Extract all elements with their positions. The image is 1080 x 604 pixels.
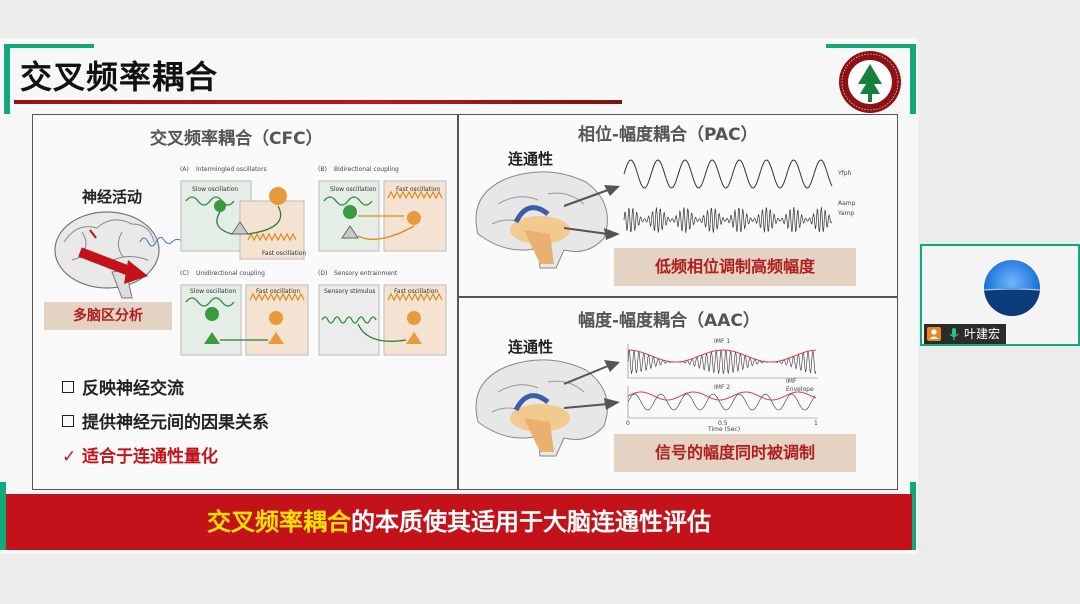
subpanel-a-label: (A) bbox=[180, 166, 189, 173]
checkbox-square-icon bbox=[62, 381, 74, 393]
participant-avatar bbox=[984, 260, 1040, 316]
summary-banner: 交叉频率耦合的本质使其适用于大脑连通性评估 bbox=[6, 494, 912, 550]
aac-connectivity-label: 连通性 bbox=[508, 338, 554, 356]
aac-waveforms bbox=[563, 344, 818, 419]
pac-caption: 低频相位调制高频幅度 bbox=[614, 248, 856, 286]
subpanel-d-label: (D) bbox=[318, 270, 328, 277]
banner-text: 的本质使其适用于大脑连通性评估 bbox=[351, 508, 711, 536]
bullet-item-2: 提供神经元间的因果关系 bbox=[62, 408, 269, 433]
panel-divider-vertical bbox=[457, 114, 459, 490]
aac-tick-05: 0.5 bbox=[718, 420, 728, 427]
subpanel-c-diagram bbox=[180, 284, 309, 356]
pac-brain-icon bbox=[475, 171, 608, 269]
pac-y-label-2: Aamp bbox=[838, 200, 856, 207]
aac-brain-icon bbox=[475, 359, 608, 457]
checkmark-icon: ✓ bbox=[62, 447, 77, 467]
subpanel-c-tag1: Slow oscillation bbox=[190, 288, 237, 295]
bullet-item-1: 反映神经交流 bbox=[62, 374, 184, 399]
aac-imf1-label: IMF 1 bbox=[714, 338, 731, 345]
aac-imf2-label: IMF 2 bbox=[714, 384, 731, 391]
subpanel-c-label: (C) bbox=[180, 270, 189, 277]
pac-waveforms bbox=[563, 159, 833, 240]
cfc-panel-title: 交叉频率耦合（CFC） bbox=[150, 129, 323, 149]
subpanel-a-caption: Intermingled oscillators bbox=[196, 166, 267, 173]
panel-divider-horizontal bbox=[459, 296, 897, 298]
subpanel-b-caption: Bidirectional coupling bbox=[334, 166, 399, 173]
bullet-item-3-text: 适合于连通性量化 bbox=[82, 447, 218, 467]
subpanel-b-tag2: Fast oscillation bbox=[396, 186, 441, 193]
corner-decoration-left-top bbox=[4, 44, 94, 48]
bullet-item-1-text: 反映神经交流 bbox=[82, 379, 184, 399]
participant-name: 叶建宏 bbox=[964, 327, 1001, 341]
neural-activity-label: 神经活动 bbox=[82, 188, 143, 206]
subpanel-a-diagram bbox=[180, 180, 305, 260]
multi-region-analysis-label: 多脑区分析 bbox=[44, 302, 172, 330]
content-frame bbox=[32, 114, 898, 490]
aac-tick-0: 0 bbox=[626, 420, 630, 427]
subpanel-a-tag1: Slow oscillation bbox=[192, 186, 239, 193]
aac-xaxis-label: Time (Sec) bbox=[708, 426, 741, 433]
subpanel-a-tag2: Fast oscillation bbox=[262, 250, 307, 257]
aac-legend-envelope: Envelope bbox=[786, 386, 814, 393]
aac-legend-imf: IMF bbox=[786, 378, 797, 385]
avatar-image-icon bbox=[984, 288, 1040, 316]
pac-connectivity-label: 连通性 bbox=[508, 150, 554, 168]
checkbox-square-icon bbox=[62, 415, 74, 427]
slide-title: 交叉频率耦合 bbox=[20, 58, 219, 96]
microphone-icon bbox=[949, 328, 959, 340]
aac-tick-1: 1 bbox=[814, 420, 818, 427]
participant-name-tag: 叶建宏 bbox=[924, 324, 1007, 344]
brain-illustration-icon bbox=[54, 211, 181, 299]
corner-decoration-left bbox=[4, 44, 10, 114]
bullet-item-3: ✓适合于连通性量化 bbox=[62, 442, 218, 467]
subpanel-d-tag1: Sensory stimulus bbox=[324, 288, 376, 295]
pac-panel-title: 相位-幅度耦合（PAC） bbox=[578, 125, 758, 145]
banner-highlight: 交叉频率耦合 bbox=[207, 508, 351, 536]
subpanel-d-tag2: Fast oscillation bbox=[394, 288, 439, 295]
subpanel-c-tag2: Fast oscillation bbox=[256, 288, 301, 295]
banner-corner-left bbox=[0, 482, 6, 550]
banner-corner-right bbox=[910, 482, 916, 550]
subpanel-b-tag1: Slow oscillation bbox=[330, 186, 377, 193]
pac-y-label-3: Yamp bbox=[838, 210, 855, 217]
corner-decoration-right-top bbox=[826, 44, 916, 48]
subpanel-b-diagram bbox=[318, 180, 447, 252]
participant-video-tile[interactable]: 叶建宏 bbox=[920, 244, 1080, 346]
subpanel-c-caption: Unidirectional coupling bbox=[196, 270, 265, 277]
bullet-item-2-text: 提供神经元间的因果关系 bbox=[82, 413, 269, 433]
subpanel-b-label: (B) bbox=[318, 166, 327, 173]
university-logo-icon bbox=[839, 51, 901, 113]
pac-y-label-1: Yfph bbox=[838, 170, 852, 177]
aac-caption: 信号的幅度同时被调制 bbox=[614, 434, 856, 472]
subpanel-d-diagram bbox=[318, 284, 447, 356]
title-underline bbox=[14, 100, 622, 104]
presentation-slide: 交叉频率耦合 交叉频率耦合（CFC） 神经活动 多脑区分析 (A) Interm… bbox=[0, 38, 918, 554]
corner-decoration-right bbox=[910, 44, 916, 114]
user-icon bbox=[927, 327, 941, 341]
subpanel-d-caption: Sensory entrainment bbox=[334, 270, 398, 277]
aac-panel-title: 幅度-幅度耦合（AAC） bbox=[578, 311, 760, 331]
